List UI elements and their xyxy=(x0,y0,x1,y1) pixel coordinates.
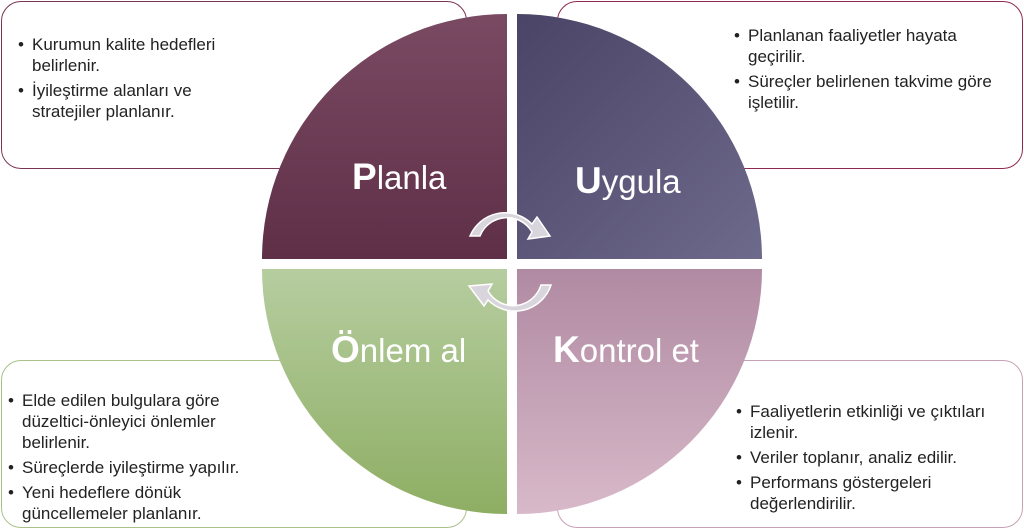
do-bullet-list: Planlanan faaliyetler hayata geçirilir. … xyxy=(734,25,1014,117)
plan-label: Planla xyxy=(352,156,447,197)
list-item: Faaliyetlerin etkinliği ve çıktıları izl… xyxy=(736,401,1016,443)
act-quadrant xyxy=(262,269,507,514)
list-item: Planlanan faaliyetler hayata geçirilir. xyxy=(734,25,1014,67)
list-item: Performans göstergeleri değerlendirilir. xyxy=(736,472,1016,514)
check-quadrant xyxy=(517,269,762,514)
act-bullet-list: Elde edilen bulgulara göre düzeltici-önl… xyxy=(8,390,288,528)
list-item: Kurumun kalite hedefleri belirlenir. xyxy=(18,34,258,76)
list-item: Veriler toplanır, analiz edilir. xyxy=(736,447,1016,468)
list-item: İyileştirme alanları ve stratejiler plan… xyxy=(18,80,258,122)
clockwise-arrow-bottom xyxy=(467,283,553,312)
cycle-arrows-icon xyxy=(467,212,553,312)
list-item: Süreçler belirlenen takvime göre işletil… xyxy=(734,71,1014,113)
do-quadrant xyxy=(517,14,762,259)
list-item: Elde edilen bulgulara göre düzeltici-önl… xyxy=(8,390,288,453)
clockwise-arrow-top xyxy=(468,212,552,240)
plan-bullet-list: Kurumun kalite hedefleri belirlenir. İyi… xyxy=(18,34,258,126)
act-description-box: Elde edilen bulgulara göre düzeltici-önl… xyxy=(1,360,467,528)
do-label: Uygula xyxy=(575,160,681,201)
plan-quadrant xyxy=(262,14,507,259)
list-item: Süreçlerde iyileştirme yapılır. xyxy=(8,457,288,478)
check-label: Kontrol et xyxy=(553,329,699,370)
list-item: Yeni hedeflere dönük güncellemeler planl… xyxy=(8,482,288,524)
check-bullet-list: Faaliyetlerin etkinliği ve çıktıları izl… xyxy=(736,401,1016,518)
act-label: Önlem al xyxy=(331,329,466,370)
